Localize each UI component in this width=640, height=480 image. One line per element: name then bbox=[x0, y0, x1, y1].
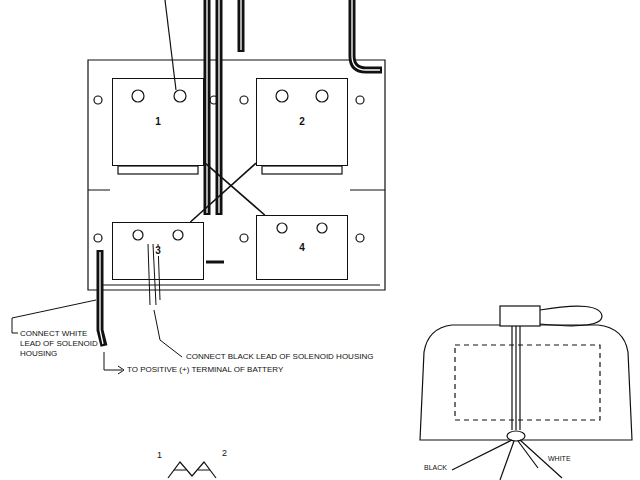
terminal bbox=[316, 90, 328, 102]
side-bolt bbox=[356, 234, 364, 242]
cable-highlight bbox=[100, 0, 380, 344]
terminal bbox=[132, 90, 144, 102]
arrow-head bbox=[118, 366, 124, 374]
solenoid-box: 2 bbox=[256, 78, 348, 166]
power-cable bbox=[352, 0, 382, 70]
side-bolt bbox=[356, 96, 364, 104]
leader-line bbox=[12, 300, 96, 333]
side-bolt bbox=[94, 96, 102, 104]
solenoid-number: 2 bbox=[298, 117, 306, 127]
solenoid-number: 3 bbox=[154, 246, 162, 256]
terminal bbox=[276, 90, 288, 102]
solenoid-base bbox=[262, 166, 342, 174]
terminal bbox=[133, 230, 143, 240]
ground-bus bbox=[100, 284, 380, 285]
solenoid-base bbox=[118, 166, 198, 174]
solenoid-box: 1 bbox=[112, 78, 204, 166]
terminal bbox=[277, 223, 287, 233]
solenoid-symbol bbox=[168, 462, 216, 478]
callout-note: CONNECT WHITE LEAD OF SOLENOID HOUSING bbox=[20, 329, 100, 359]
wire-color: BLACK bbox=[424, 464, 447, 473]
solenoid-box: 4 bbox=[256, 215, 348, 280]
solenoid-symbol bbox=[174, 469, 210, 470]
callout-number: 1 bbox=[157, 450, 162, 461]
side-bolt bbox=[94, 234, 102, 242]
leader-line bbox=[154, 310, 182, 357]
wire-loop bbox=[540, 306, 602, 326]
wire-grommet bbox=[500, 306, 540, 326]
wire-color: WHITE bbox=[548, 455, 571, 464]
callout-number: 2 bbox=[222, 448, 227, 459]
callout-note: TO POSITIVE (+) TERMINAL OF BATTERY bbox=[127, 365, 283, 375]
wire-collar bbox=[507, 431, 525, 441]
terminal bbox=[317, 223, 327, 233]
motor-lead bbox=[452, 440, 562, 480]
hidden-outline bbox=[455, 345, 600, 420]
motor-housing bbox=[420, 325, 632, 440]
terminal bbox=[174, 90, 186, 102]
side-bolt bbox=[240, 234, 248, 242]
terminal bbox=[173, 230, 183, 240]
solenoid-wire bbox=[204, 162, 265, 215]
callout-note: CONNECT BLACK LEAD OF SOLENOID HOUSING bbox=[186, 352, 373, 362]
motor-lead bbox=[512, 326, 520, 430]
mounting-plate bbox=[88, 60, 385, 290]
side-bolt bbox=[240, 96, 248, 104]
solenoid-wire bbox=[190, 163, 256, 222]
fuse-symbol bbox=[206, 261, 224, 264]
solenoid-number: 1 bbox=[154, 117, 162, 127]
leader-line bbox=[165, 0, 176, 90]
solenoid-number: 4 bbox=[298, 243, 306, 253]
solenoid-box: 3 bbox=[112, 222, 204, 280]
